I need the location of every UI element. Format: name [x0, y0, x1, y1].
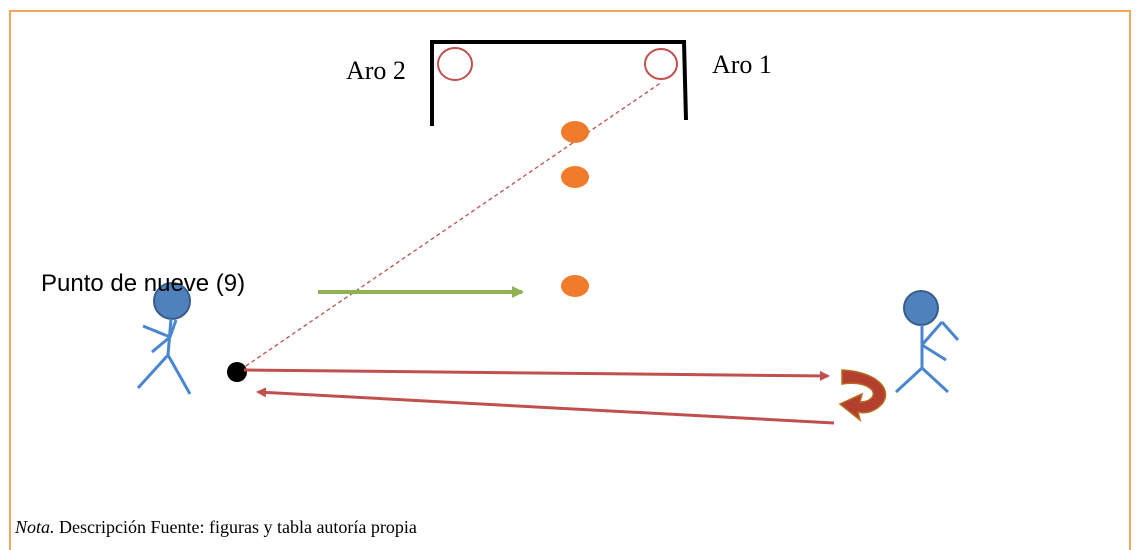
ball-icon: [227, 362, 247, 382]
note-text: Descripción Fuente: figuras y tabla auto…: [59, 517, 417, 537]
figure-note: Nota. Descripción Fuente: figuras y tabl…: [15, 518, 417, 536]
shot-line: [239, 81, 663, 371]
curved-arrow-icon: [838, 369, 887, 422]
hoop-2-icon: [437, 47, 473, 81]
cone-icon: [561, 121, 589, 143]
player-left-icon: [136, 282, 192, 395]
cone-icon: [561, 166, 589, 188]
goal-frame: [430, 40, 688, 126]
cone-icon: [561, 275, 589, 297]
pass-arrow-right: [243, 368, 830, 381]
figure-frame: [9, 10, 1131, 550]
hoop-1-icon: [644, 48, 678, 80]
pass-arrow-left: [256, 387, 835, 425]
player-right-icon: [894, 290, 960, 394]
label-aro-1: Aro 1: [712, 50, 772, 79]
note-prefix: Nota.: [15, 517, 55, 537]
label-aro-2: Aro 2: [346, 56, 406, 85]
label-punto-nueve: Punto de nueve (9): [41, 270, 246, 297]
